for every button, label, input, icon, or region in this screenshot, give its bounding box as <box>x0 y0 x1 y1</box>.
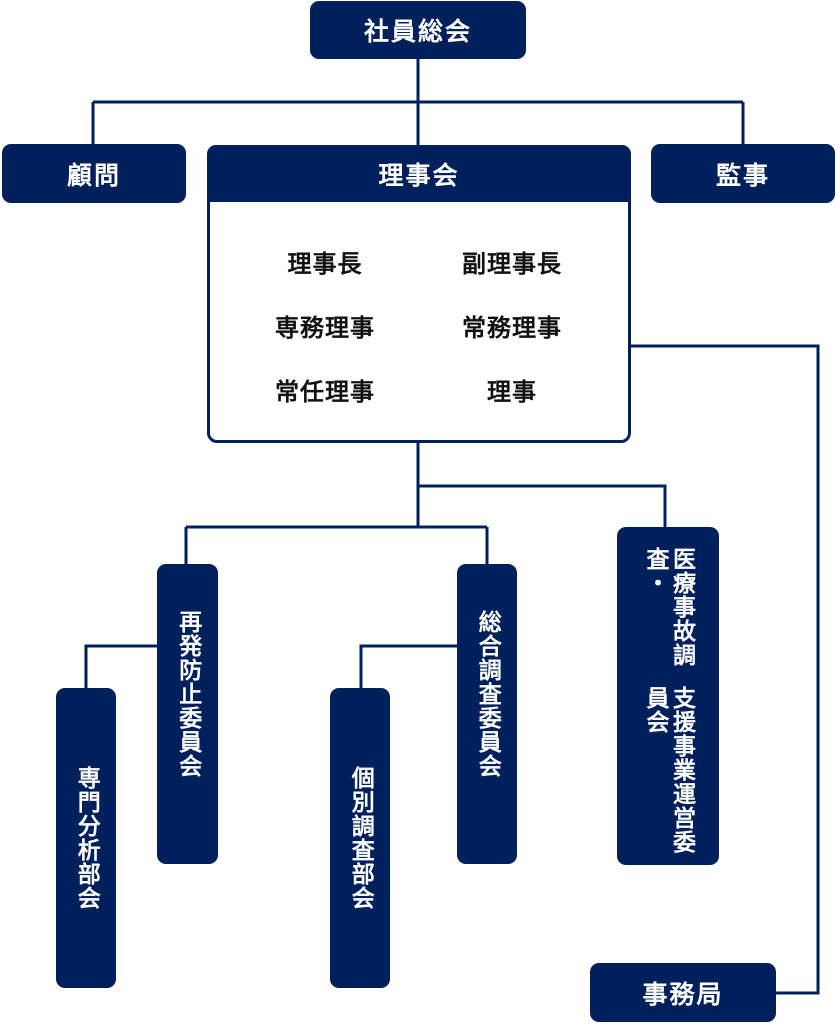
board-member: 副理事長 <box>462 250 562 278</box>
connector-medical <box>418 484 667 528</box>
node-board: 理事会 理事長 副理事長 専務理事 常務理事 常任理事 理事 <box>207 145 631 443</box>
board-title: 理事会 <box>207 145 631 202</box>
node-general-assembly: 社員総会 <box>310 1 526 59</box>
node-general-investigation-committee: 総合調査委員会 <box>457 564 517 864</box>
board-member: 常務理事 <box>462 314 562 342</box>
board-member: 常任理事 <box>275 378 375 406</box>
node-expert-analysis-subcommittee: 専門分析部会 <box>56 688 116 988</box>
connector-secretariat <box>631 344 820 995</box>
medical-committee-line-1: 医療事故調査・ <box>642 547 695 667</box>
board-member: 理事長 <box>287 250 363 278</box>
node-secretariat: 事務局 <box>590 963 776 1022</box>
node-advisor: 顧問 <box>2 144 186 203</box>
node-recurrence-prevention-committee: 再発防止委員会 <box>157 564 218 864</box>
connector-individual <box>359 644 458 689</box>
node-individual-investigation-subcommittee: 個別調査部会 <box>330 688 390 988</box>
node-auditor: 監事 <box>651 144 835 203</box>
connector-expert <box>84 644 158 689</box>
node-medical-accident-committee: 医療事故調査・ 支援事業運営委員会 <box>617 527 719 865</box>
medical-committee-line-2: 支援事業運営委員会 <box>642 686 695 855</box>
board-member: 理事 <box>487 378 537 406</box>
board-member: 専務理事 <box>275 314 375 342</box>
